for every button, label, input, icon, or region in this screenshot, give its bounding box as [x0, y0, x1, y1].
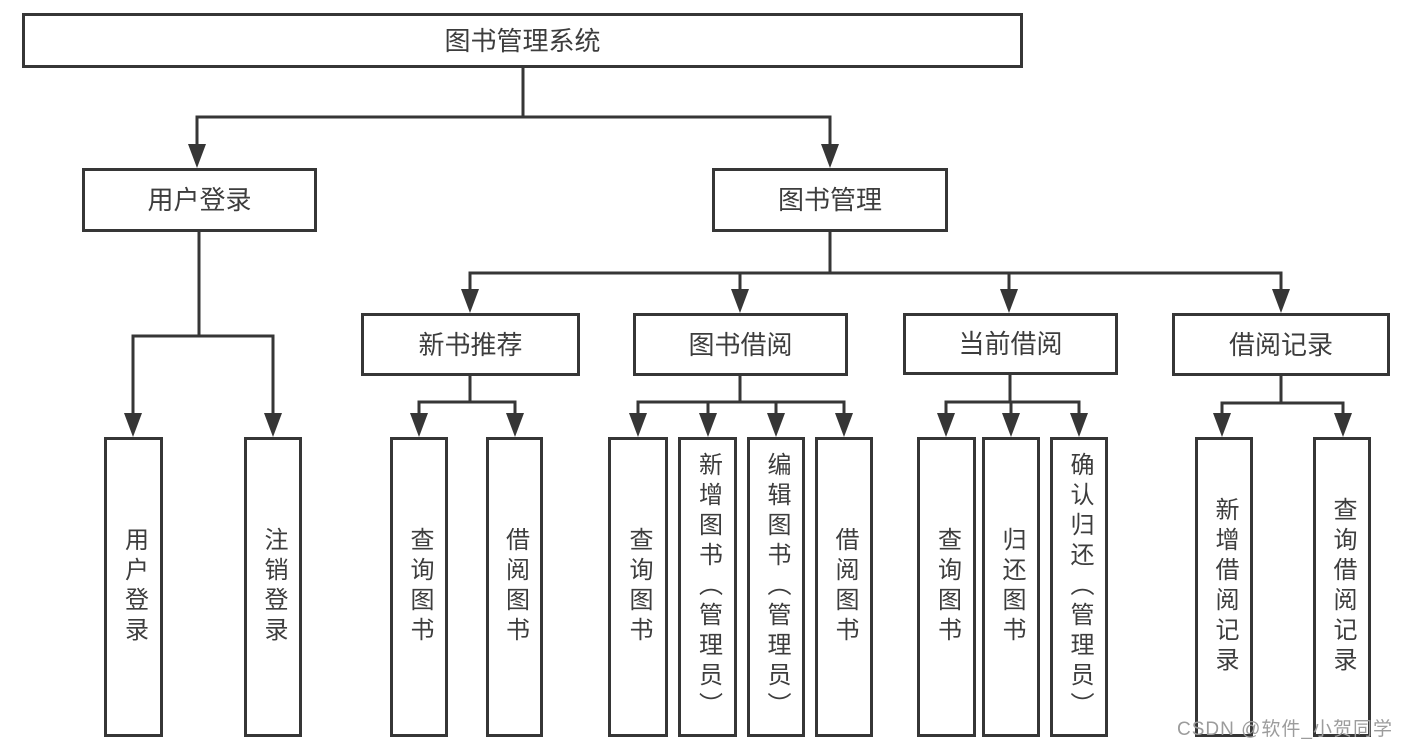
arrowhead-icon: [1272, 289, 1290, 313]
node-bb-add-books: 新增图书（管理员）: [678, 437, 737, 737]
node-label: 新书推荐: [418, 329, 523, 360]
node-label: 确认归还（管理员）: [1066, 452, 1093, 722]
arrowhead-icon: [767, 413, 785, 437]
arrowhead-icon: [699, 413, 717, 437]
node-nbr-borrow-books: 借阅图书: [486, 437, 543, 737]
arrowhead-icon: [1334, 413, 1352, 437]
node-label: 新增图书（管理员）: [694, 452, 722, 722]
node-bb-query-books: 查询图书: [608, 437, 668, 737]
node-label: 借阅图书: [501, 527, 529, 647]
node-label: 用户登录: [147, 185, 252, 215]
node-new-book-rec: 新书推荐: [361, 313, 580, 376]
node-cb-confirm-return: 确认归还（管理员）: [1050, 437, 1108, 737]
node-label: 查询借阅记录: [1329, 497, 1356, 677]
node-label: 编辑图书（管理员）: [763, 452, 790, 722]
node-label: 当前借阅: [958, 329, 1063, 359]
arrowhead-icon: [937, 413, 955, 437]
node-label: 归还图书: [998, 527, 1025, 647]
node-leaf-logout: 注销登录: [244, 437, 302, 737]
arrowhead-icon: [1002, 413, 1020, 437]
arrowhead-icon: [821, 144, 839, 168]
arrowhead-icon: [731, 289, 749, 313]
arrowhead-icon: [188, 144, 206, 168]
node-label: 查询图书: [406, 527, 433, 647]
node-label: 图书管理系统: [444, 25, 601, 56]
node-label: 查询图书: [625, 527, 652, 647]
node-br-query-record: 查询借阅记录: [1313, 437, 1371, 737]
arrowhead-icon: [1000, 289, 1018, 313]
node-bb-edit-books: 编辑图书（管理员）: [747, 437, 805, 737]
node-br-add-record: 新增借阅记录: [1195, 437, 1253, 737]
node-cb-return-books: 归还图书: [982, 437, 1040, 737]
node-root: 图书管理系统: [22, 13, 1023, 68]
arrowhead-icon: [835, 413, 853, 437]
node-label: 用户登录: [120, 527, 148, 647]
node-leaf-user-login: 用户登录: [104, 437, 163, 737]
arrowhead-icon: [506, 413, 524, 437]
node-current-borrow: 当前借阅: [903, 313, 1118, 375]
node-user-login: 用户登录: [82, 168, 317, 232]
node-book-mgmt: 图书管理: [712, 168, 948, 232]
node-label: 新增借阅记录: [1211, 497, 1238, 677]
node-book-borrow: 图书借阅: [633, 313, 848, 376]
arrowhead-icon: [124, 413, 142, 437]
node-label: 查询图书: [933, 527, 961, 647]
arrowhead-icon: [629, 413, 647, 437]
node-cb-query-books: 查询图书: [917, 437, 976, 737]
arrowhead-icon: [1070, 413, 1088, 437]
node-borrow-records: 借阅记录: [1172, 313, 1390, 376]
node-nbr-query-books: 查询图书: [390, 437, 448, 737]
node-label: 注销登录: [260, 527, 287, 647]
arrowhead-icon: [264, 413, 282, 437]
arrowhead-icon: [461, 289, 479, 313]
node-bb-borrow-books: 借阅图书: [815, 437, 873, 737]
node-label: 借阅记录: [1228, 329, 1333, 360]
arrowhead-icon: [410, 413, 428, 437]
node-label: 图书管理: [777, 185, 882, 215]
node-label: 借阅图书: [831, 527, 858, 647]
arrowhead-icon: [1213, 413, 1231, 437]
node-label: 图书借阅: [688, 329, 793, 360]
